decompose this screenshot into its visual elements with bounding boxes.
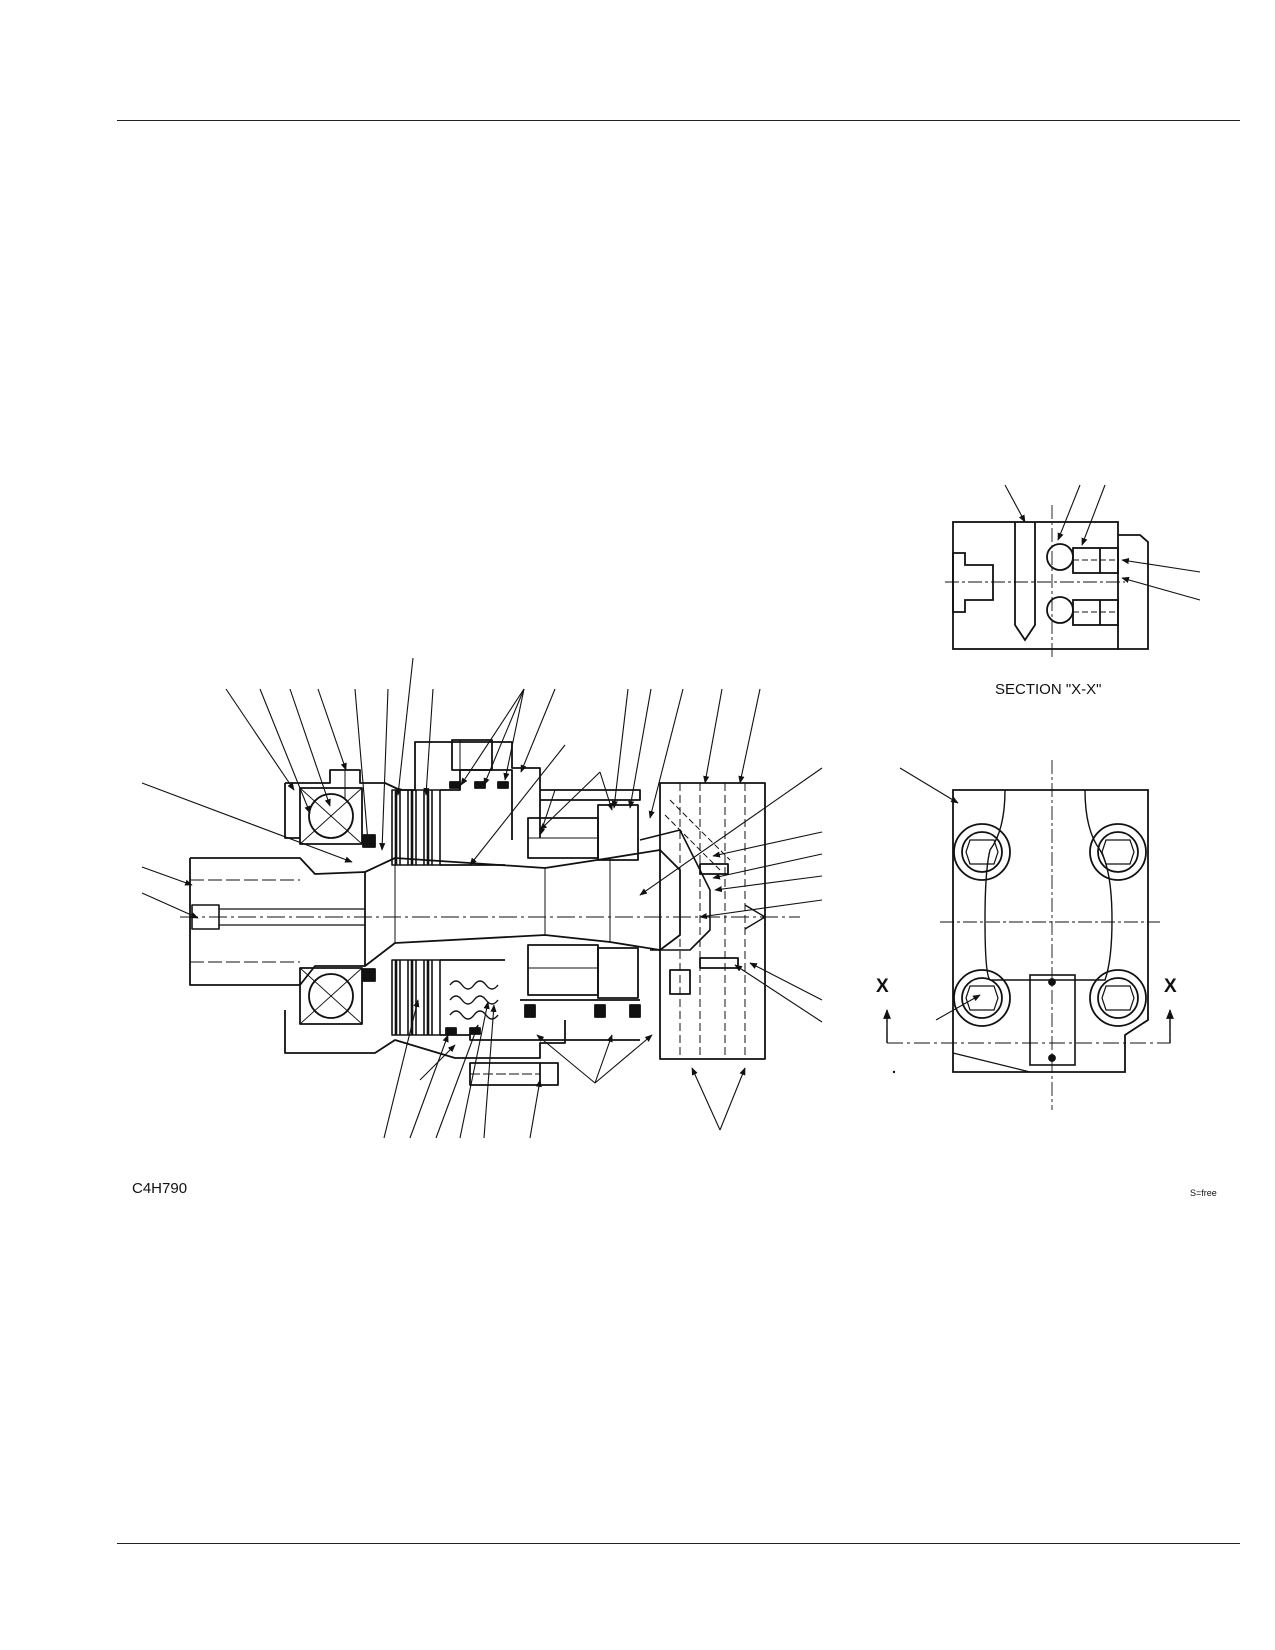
section-marker-right: X	[1164, 976, 1177, 997]
header-rule	[117, 120, 1240, 121]
scale-note: S=free	[1190, 1188, 1217, 1198]
drawing-code: C4H790	[132, 1180, 188, 1197]
footer-rule	[117, 1543, 1240, 1544]
section-caption: SECTION "X-X"	[995, 681, 1102, 698]
section-x-x-view	[945, 484, 1201, 660]
section-marker-left: X	[876, 976, 889, 997]
end-view	[883, 760, 1174, 1110]
main-sectional-view	[141, 657, 823, 1139]
